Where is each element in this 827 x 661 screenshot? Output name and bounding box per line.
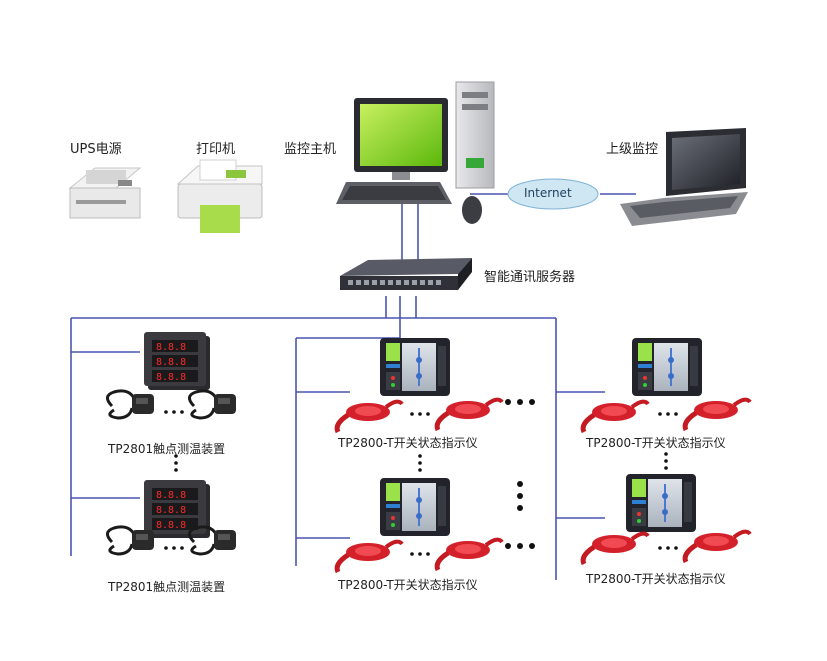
tp2801-bottom-label: TP2801触点测温装置 xyxy=(108,580,226,594)
laptop-icon xyxy=(620,128,748,226)
red-sensor-icon xyxy=(583,402,648,432)
upper-monitor-label: 上级监控 xyxy=(606,142,659,157)
tp2801-device-bottom xyxy=(144,480,210,538)
host-computer-icon xyxy=(336,81,495,224)
tp2801-top-label: TP2801触点测温装置 xyxy=(108,442,226,456)
red-sensor-icon xyxy=(437,400,502,430)
ups-icon xyxy=(68,167,142,219)
printer-icon xyxy=(176,159,263,233)
server-label: 智能通讯服务器 xyxy=(484,270,576,285)
tp2800-device-mid-top xyxy=(379,337,451,397)
red-sensor-icon xyxy=(337,542,402,572)
ups-label: UPS电源 xyxy=(70,142,122,157)
tp2800-device-right-top xyxy=(631,337,703,397)
tp2801-device-top xyxy=(144,332,210,390)
black-sensor-icon xyxy=(187,389,238,420)
black-sensor-icon xyxy=(105,389,156,420)
internet-label: Internet xyxy=(524,186,572,200)
tp2800-mid-top-label: TP2800-T开关状态指示仪 xyxy=(338,436,478,450)
internet-cloud xyxy=(507,178,599,210)
connection-lines xyxy=(70,193,636,580)
tp2800-device-mid-bottom xyxy=(379,477,451,537)
tp2800-mid-bottom-label: TP2800-T开关状态指示仪 xyxy=(338,578,478,592)
host-label: 监控主机 xyxy=(284,142,337,157)
black-sensor-icon xyxy=(105,525,156,556)
red-sensor-icon xyxy=(337,402,402,432)
ellipsis-dots xyxy=(164,399,678,556)
red-sensor-icon xyxy=(437,540,502,570)
tp2800-right-top-label: TP2800-T开关状态指示仪 xyxy=(586,436,726,450)
red-sensor-icon xyxy=(685,400,750,430)
red-sensor-icon xyxy=(685,532,750,562)
tp2800-right-bottom-label: TP2800-T开关状态指示仪 xyxy=(586,572,726,586)
tp2800-device-right-bottom xyxy=(625,473,697,533)
printer-label: 打印机 xyxy=(196,142,236,157)
server-switch-icon xyxy=(340,258,472,290)
red-sensor-icon xyxy=(583,534,648,564)
